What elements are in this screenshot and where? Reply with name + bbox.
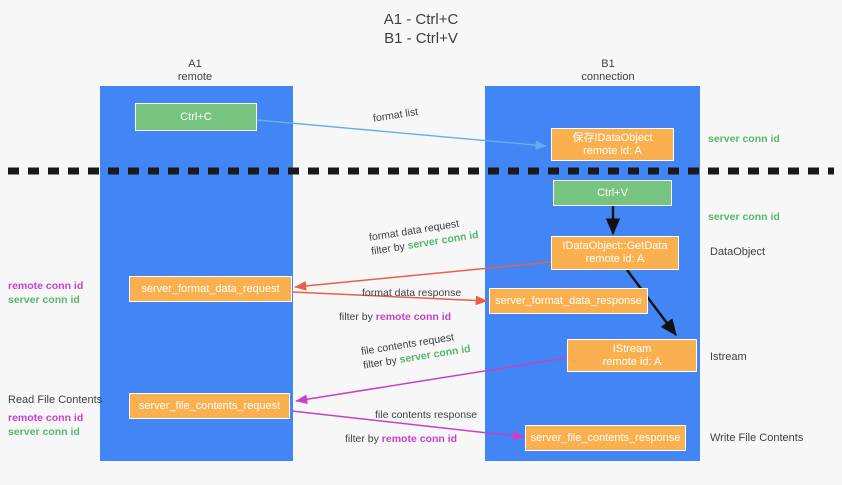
node-istream-line1: IStream bbox=[612, 342, 652, 355]
right-label-write-file-contents: Write File Contents bbox=[710, 432, 804, 444]
filter-key-remote-conn-id: remote conn id bbox=[375, 311, 452, 323]
left-label-remote-conn-id-lower: remote conn id bbox=[8, 412, 84, 424]
filter-key-remote-conn-id: remote conn id bbox=[381, 433, 458, 445]
node-getdata-line2: remote id: A bbox=[585, 253, 645, 265]
edge-label-format-list-text: format list bbox=[372, 105, 419, 125]
node-ctrl-v-label: Ctrl+V bbox=[597, 186, 628, 199]
title-line-1: A1 - Ctrl+C bbox=[383, 11, 459, 28]
edge-label-format-data-response: format data response filter by remote co… bbox=[339, 286, 462, 324]
lane-a1-title: A1 bbox=[188, 58, 202, 70]
lane-b1-title: B1 bbox=[601, 58, 615, 70]
node-server-file-contents-response[interactable]: server_file_contents_response bbox=[525, 425, 686, 451]
node-getdata[interactable]: IDataObject::GetData remote id: A bbox=[551, 236, 679, 270]
node-save-idataobject-line2: remote id: A bbox=[583, 144, 642, 157]
left-label-conn-ids-upper: remote conn id server conn id bbox=[8, 279, 83, 307]
node-istream-line2: remote id: A bbox=[602, 355, 662, 368]
lane-header-a1: A1 remote bbox=[115, 58, 275, 84]
edge-label-format-data-request: format data request filter by server con… bbox=[368, 214, 480, 259]
lane-header-b1: B1 connection bbox=[528, 58, 688, 84]
page-title: A1 - Ctrl+C B1 - Ctrl+V bbox=[0, 10, 842, 48]
edge-label-file-contents-response: file contents response filter by remote … bbox=[345, 408, 478, 446]
edge-label-format-data-response-text: format data response bbox=[362, 287, 462, 299]
node-server-format-data-response[interactable]: server_format_data_response bbox=[489, 288, 648, 314]
filter-prefix: filter by bbox=[339, 311, 376, 323]
node-server-format-data-request-label: server_format_data_request bbox=[141, 282, 280, 295]
right-label-server-conn-id-top: server conn id bbox=[708, 133, 780, 145]
node-server-file-contents-request-label: server_file_contents_request bbox=[138, 399, 281, 412]
right-label-istream: Istream bbox=[710, 351, 747, 363]
node-istream[interactable]: IStream remote id: A bbox=[567, 339, 697, 372]
node-getdata-line1: IDataObject::GetData bbox=[562, 240, 668, 252]
node-save-idataobject-line1: 保存IDataObject bbox=[572, 131, 653, 144]
filter-prefix: filter by bbox=[345, 433, 382, 445]
left-label-conn-ids-lower: remote conn id server conn id bbox=[8, 411, 83, 439]
edge-label-format-data-response-filter: filter by remote conn id bbox=[339, 310, 461, 324]
title-line-2: B1 - Ctrl+V bbox=[384, 30, 458, 47]
edge-label-file-contents-response-filter: filter by remote conn id bbox=[345, 432, 477, 446]
left-label-remote-conn-id-upper: remote conn id bbox=[8, 280, 84, 292]
left-label-read-file-contents: Read File Contents bbox=[8, 394, 103, 406]
node-ctrl-c[interactable]: Ctrl+C bbox=[135, 103, 257, 131]
edge-label-file-contents-response-text: file contents response bbox=[375, 409, 478, 421]
edge-label-format-list: format list bbox=[372, 105, 419, 126]
node-save-idataobject[interactable]: 保存IDataObject remote id: A bbox=[551, 128, 674, 161]
node-server-format-data-response-label: server_format_data_response bbox=[495, 294, 642, 307]
lane-a1-subtitle: remote bbox=[177, 71, 213, 83]
left-label-server-conn-id-upper: server conn id bbox=[8, 294, 80, 306]
right-label-server-conn-id-mid: server conn id bbox=[708, 211, 780, 223]
node-server-file-contents-request[interactable]: server_file_contents_request bbox=[129, 393, 290, 419]
node-ctrl-c-label: Ctrl+C bbox=[180, 110, 212, 123]
right-label-dataobject: DataObject bbox=[710, 246, 766, 258]
node-ctrl-v[interactable]: Ctrl+V bbox=[553, 180, 672, 206]
node-server-file-contents-response-label: server_file_contents_response bbox=[530, 431, 681, 444]
edge-label-file-contents-request: file contents request filter by server c… bbox=[360, 328, 472, 373]
left-label-server-conn-id-lower: server conn id bbox=[8, 426, 80, 438]
lane-b1-subtitle: connection bbox=[581, 71, 635, 83]
node-server-format-data-request[interactable]: server_format_data_request bbox=[129, 276, 292, 302]
